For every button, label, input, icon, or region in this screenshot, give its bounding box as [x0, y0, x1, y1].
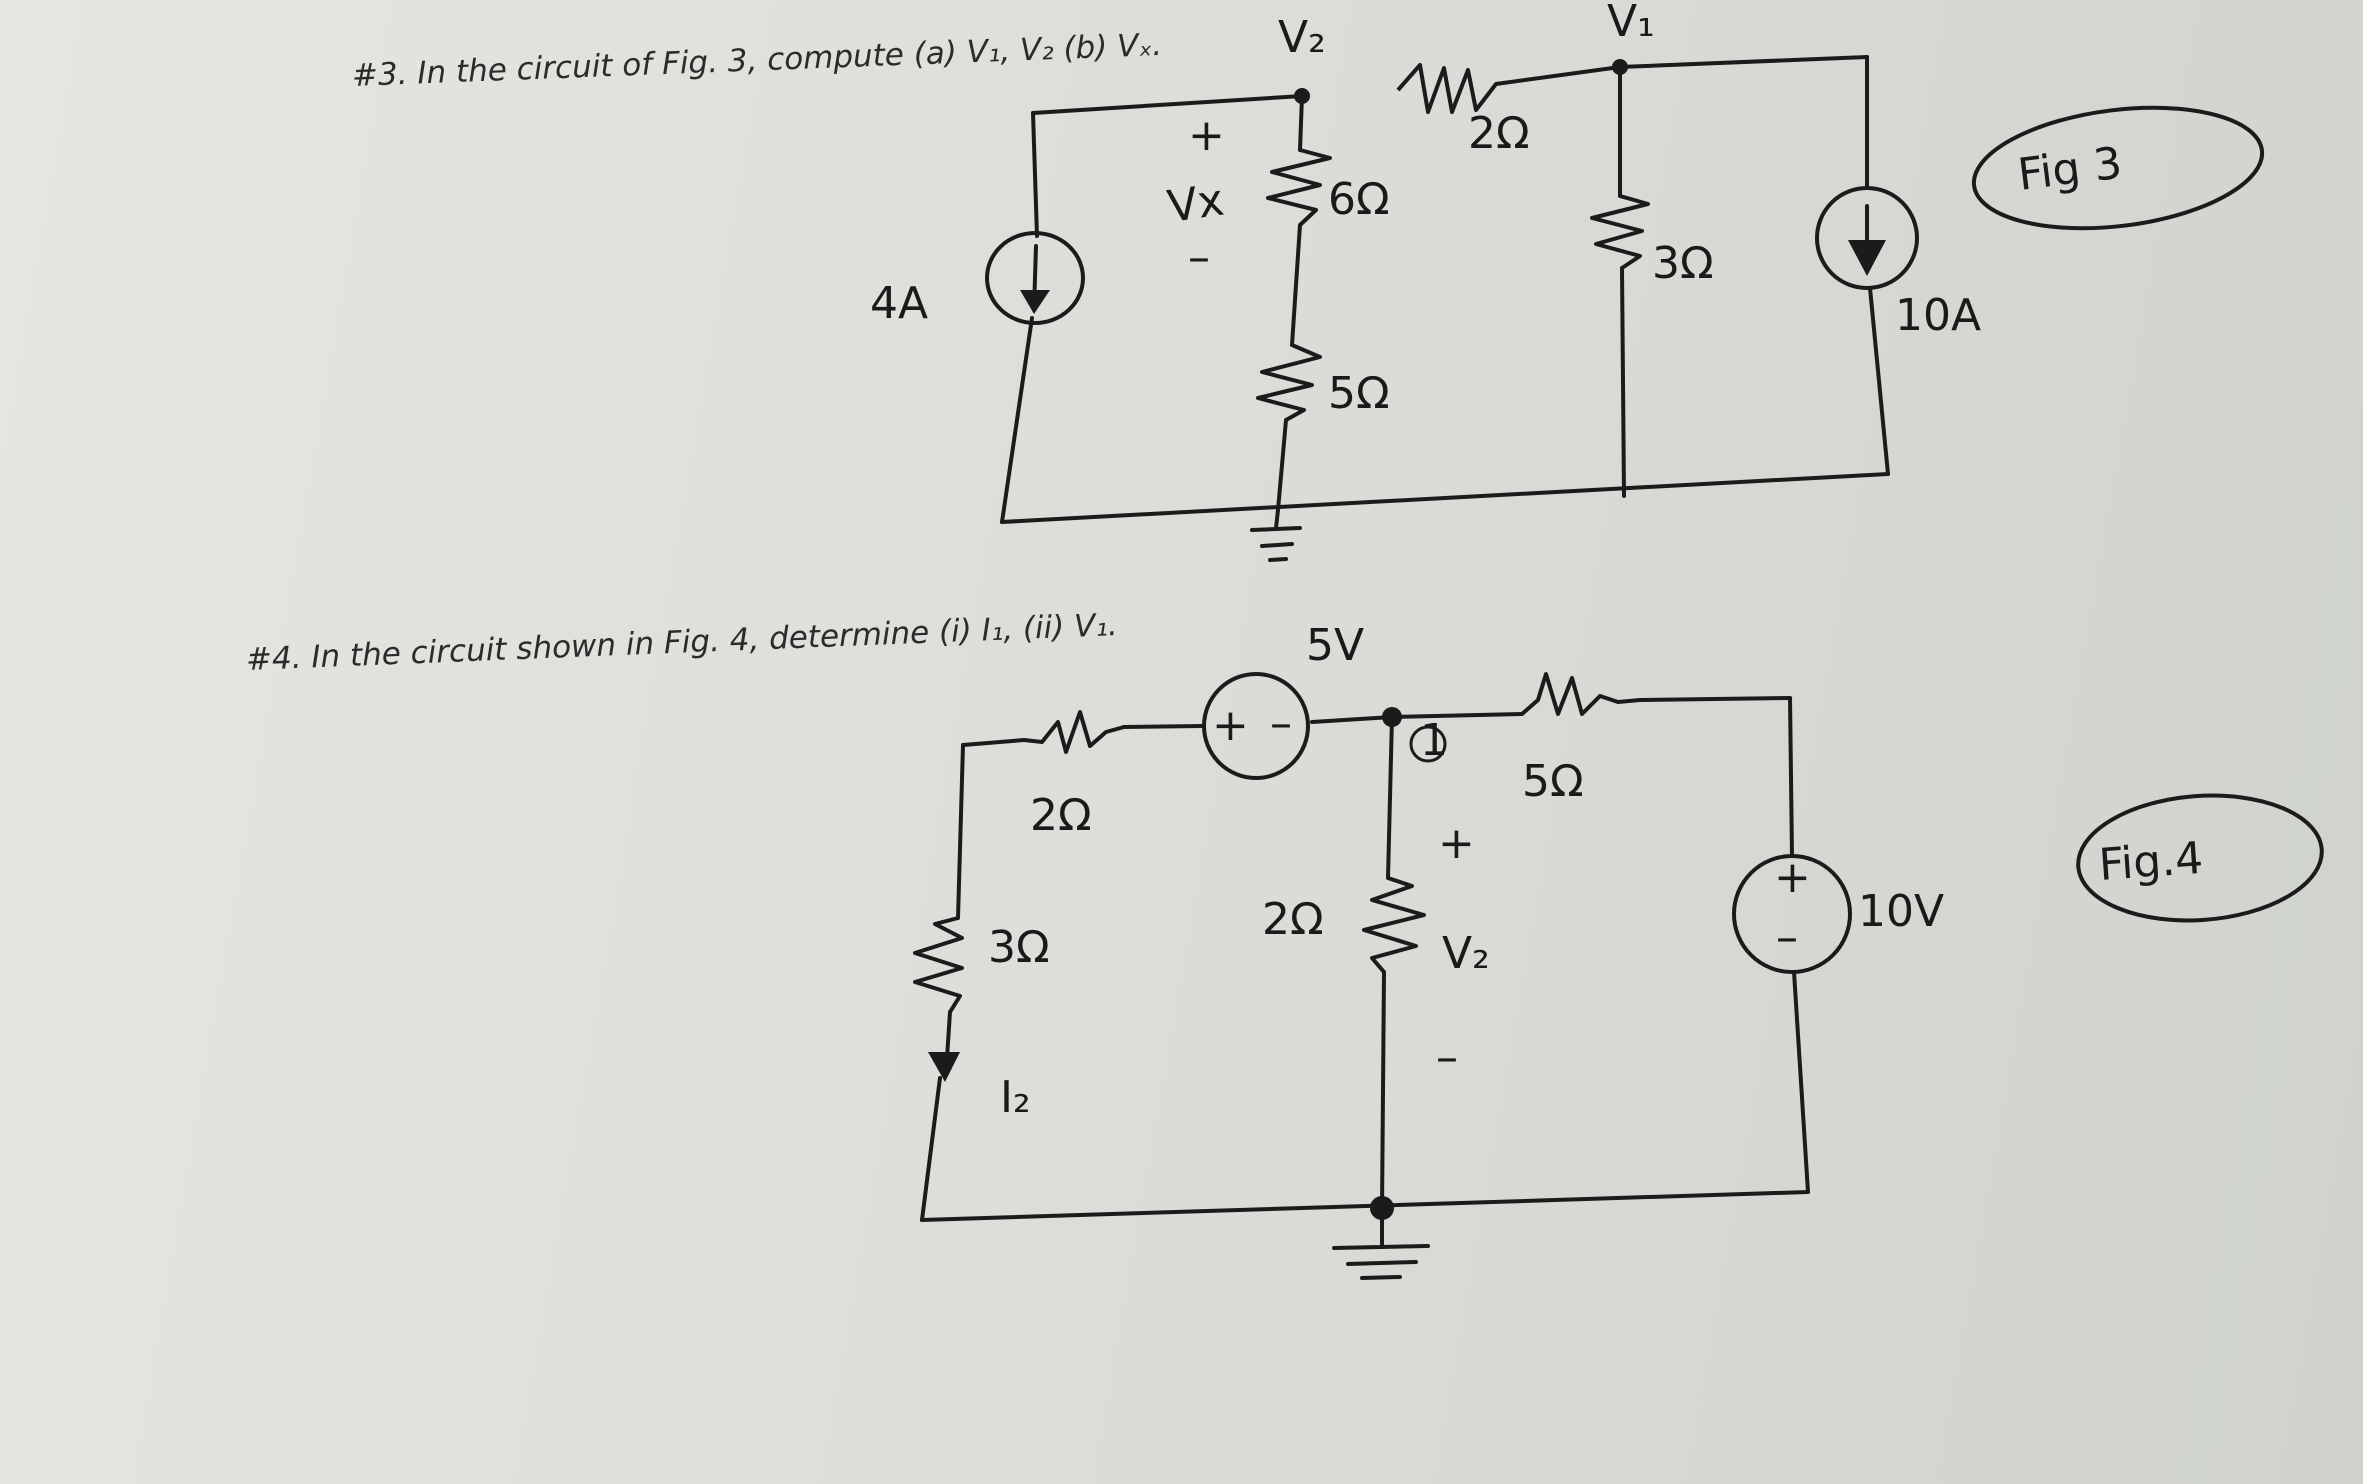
fig4-voltage-source-10v: [1732, 854, 1852, 974]
fig4-source-5v-minus: –: [1270, 698, 1292, 749]
fig3-right-branch: [1865, 55, 1890, 476]
fig4-resistor-5ohm-label: 5Ω: [1522, 756, 1584, 807]
fig3-label-oval: [1971, 105, 2265, 231]
fig3-resistor-3ohm: [1590, 194, 1650, 270]
fig3-resistor-6ohm-label: 6Ω: [1328, 174, 1390, 225]
fig4-left-branch: [920, 743, 965, 1222]
fig3-node-v2: [1294, 88, 1310, 104]
fig4-resistor-5ohm: [1520, 672, 1641, 716]
fig3-resistor-6ohm: [1266, 148, 1332, 227]
fig3-top-left-wire: [1031, 94, 1304, 115]
fig3-mid-branch-mid: [1290, 223, 1302, 347]
fig3-resistor-2ohm-label: 2Ω: [1468, 108, 1530, 159]
fig4-resistor-2ohm-top-left-label: 2Ω: [1030, 790, 1092, 841]
fig3-resistor-5ohm-label: 5Ω: [1328, 368, 1390, 419]
fig4-top-left-wire: [961, 724, 1204, 747]
fig3-ground-icon: [1250, 508, 1302, 562]
fig4-ground-icon: [1332, 1218, 1430, 1280]
fig3-node-v2-label: V₂: [1278, 12, 1326, 63]
fig3-node-v1-label: V₁: [1607, 0, 1655, 47]
fig4-resistor-3ohm-label: 3Ω: [988, 922, 1050, 973]
fig3-resistor-5ohm: [1256, 343, 1322, 422]
fig4-mid-branch: [1380, 715, 1394, 1212]
fig4-voltage-plus: +: [1438, 818, 1475, 869]
fig3-bottom-wire: [1000, 472, 1890, 524]
fig3-label: Fig 3: [2015, 138, 2125, 201]
fig4-ground-node-dot: [1370, 1196, 1394, 1220]
fig4-resistor-2ohm-mid-label: 2Ω: [1262, 894, 1324, 945]
fig3-resistor-2ohm: [1396, 63, 1621, 114]
fig3-mid-branch-top: [1298, 94, 1304, 152]
fig3-node-v1: [1612, 59, 1628, 75]
fig3-vx-plus: +: [1188, 110, 1225, 161]
fig4-source-5v-plus: +: [1212, 700, 1249, 751]
fig3-current-source-4a: [985, 231, 1085, 325]
fig4-current-label: I₂: [1000, 1072, 1031, 1123]
fig4-resistor-2ohm-top-left: [1023, 710, 1125, 754]
fig3-source-4a-label: 4A: [870, 278, 928, 329]
fig4-bottom-wire: [920, 1190, 1810, 1222]
fig3-circuit: Fig 3 V₂ V₁ 4A 10A 2Ω 6Ω 5Ω 3Ω Vx + –: [870, 0, 2265, 562]
fig4-top-mid-wire: [1310, 715, 1394, 724]
fig3-vx-minus: –: [1188, 232, 1210, 283]
fig4-label: Fig.4: [2097, 833, 2205, 891]
fig4-voltage-label: V₂: [1442, 928, 1490, 979]
fig4-node-1-label: 1: [1420, 715, 1448, 766]
fig3-mid-branch-bottom: [1276, 418, 1288, 512]
fig4-right-branch: [1788, 696, 1810, 1194]
fig4-node-1-dot: [1382, 707, 1402, 727]
fig4-source-5v-label: 5V: [1306, 620, 1364, 671]
fig3-current-source-10a: [1815, 186, 1919, 290]
fig3-v1-branch: [1618, 65, 1626, 498]
fig4-source-10v-label: 10V: [1858, 886, 1944, 937]
fig3-source-10a-label: 10A: [1895, 290, 1981, 341]
fig4-source-10v-plus: +: [1774, 852, 1811, 903]
fig3-vx-label: Vx: [1164, 175, 1227, 233]
fig3-top-right-wire: [1618, 55, 1869, 69]
fig4-current-arrow-icon: [928, 1052, 960, 1082]
fig3-resistor-3ohm-label: 3Ω: [1652, 238, 1714, 289]
fig4-label-oval: [2076, 793, 2324, 923]
fig4-top-right-wire: [1390, 696, 1792, 719]
fig4-resistor-2ohm-mid: [1362, 876, 1426, 974]
fig4-voltage-minus: –: [1436, 1032, 1458, 1083]
fig3-left-branch: [1000, 111, 1039, 524]
fig4-node-1-circle: [1409, 725, 1447, 763]
fig4-voltage-source-5v: [1202, 672, 1310, 780]
fig4-source-10v-minus: –: [1776, 912, 1798, 963]
fig4-circuit: Fig.4 5V 10V + – + – 2Ω 3Ω 2Ω 5Ω 1 I₂ V₂…: [913, 620, 2324, 1280]
fig4-resistor-3ohm: [913, 916, 964, 1014]
